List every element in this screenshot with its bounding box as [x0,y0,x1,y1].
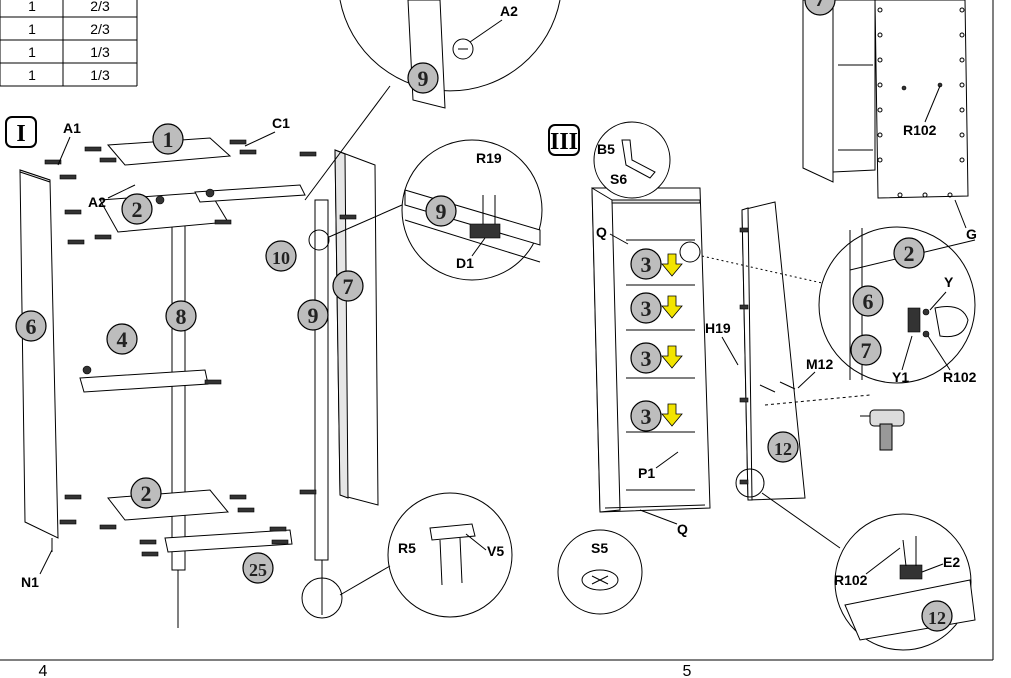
bubble-3-c: 3 [630,342,662,374]
zoom-circle-B5: B5 S6 [593,121,671,199]
table-frac-1: 2/3 [90,0,110,14]
svg-text:9: 9 [308,303,319,328]
table-frac-4: 1/3 [90,67,110,83]
label-N1: N1 [21,574,39,590]
label-S5: S5 [591,540,608,556]
page-number-left: 4 [39,663,48,678]
page-number-right: 5 [683,663,692,678]
bubble-8: 8 [165,300,197,332]
svg-text:3: 3 [641,346,652,371]
bubble-2-upper: 2 [121,193,153,225]
label-V5: V5 [487,543,504,559]
table-qty-2: 1 [28,21,36,37]
bubble-10: 10 [265,240,297,272]
rear-panel [802,0,969,199]
insert-arrows [661,253,683,427]
label-Q-bottom: Q [677,521,688,537]
svg-text:12: 12 [774,439,792,459]
bubble-25: 25 [242,552,274,584]
label-A2-zoom: A2 [500,3,518,19]
label-C1: C1 [272,115,290,131]
bubble-6-left: 6 [15,310,47,342]
svg-text:2: 2 [141,481,152,506]
svg-text:2: 2 [132,197,143,222]
zoom-circle-A2: 9 A2 [304,0,561,201]
svg-text:I: I [16,121,25,147]
label-P1: P1 [638,465,655,481]
bubble-7-top: 7 [804,0,836,16]
label-Y1: Y1 [892,369,909,385]
svg-text:7: 7 [343,274,354,299]
svg-text:3: 3 [641,404,652,429]
svg-text:25: 25 [249,560,267,580]
label-R19: R19 [476,150,502,166]
parts-table: 1 2/3 1 2/3 1 1/3 1 1/3 [0,0,138,87]
zoom-circle-R5: R5 V5 [301,492,513,619]
bubble-3-a: 3 [630,248,662,280]
table-qty-1: 1 [28,0,36,14]
bubble-7-left: 7 [332,270,364,302]
bubble-3-b: 3 [630,292,662,324]
bubble-3-d: 3 [630,400,662,432]
label-R5: R5 [398,540,416,556]
table-qty-4: 1 [28,67,36,83]
svg-text:3: 3 [641,296,652,321]
svg-text:3: 3 [641,252,652,277]
table-frac-2: 2/3 [90,21,110,37]
svg-text:III: III [550,129,578,155]
door-panel [739,201,871,501]
svg-text:6: 6 [26,314,37,339]
zoom-circle-R19: 9 R19 D1 [308,139,543,281]
dowels-left [44,139,357,557]
drill-icon [860,409,905,451]
label-B5: B5 [597,141,615,157]
bubble-12-E2: 12 [928,608,946,628]
label-E2: E2 [943,554,960,570]
label-A2-left: A2 [88,194,106,210]
label-S6: S6 [610,171,627,187]
svg-text:4: 4 [117,327,128,352]
label-M12: M12 [806,356,833,372]
step-marker-right: III [548,124,580,156]
zoom-circle-E2: 12 E2 R102 [735,468,976,651]
zoom-circle-hinge: 2 6 7 Y Y1 R102 [679,226,977,385]
step-marker-left: I [5,116,37,148]
label-G: G [966,226,977,242]
label-Y: Y [944,274,954,290]
bubble-2-lower: 2 [130,477,162,509]
label-Q-top: Q [596,224,607,240]
label-H19: H19 [705,320,731,336]
svg-text:10: 10 [272,248,290,268]
bubble-9-zoomR19: 9 [436,199,447,224]
bubble-2-hinge: 2 [904,241,915,266]
svg-text:7: 7 [815,0,826,11]
label-R102-E2: R102 [834,572,868,588]
bubble-6-hinge: 6 [863,289,874,314]
label-A1: A1 [63,120,81,136]
bubble-9-left: 9 [297,299,329,331]
rear-panel-holes [877,7,965,198]
label-R102-hinge: R102 [943,369,977,385]
table-qty-3: 1 [28,44,36,60]
zoom-circle-S5: S5 [557,529,643,615]
label-D1: D1 [456,255,474,271]
svg-text:8: 8 [176,304,187,329]
bubble-9-zoom: 9 [418,66,429,91]
bubble-4: 4 [106,323,138,355]
svg-text:1: 1 [163,127,174,152]
label-R102-top: R102 [903,122,937,138]
bubble-1: 1 [152,123,184,155]
bubble-7-hinge: 7 [861,338,872,363]
bubble-12-door: 12 [767,431,799,463]
table-frac-3: 1/3 [90,44,110,60]
